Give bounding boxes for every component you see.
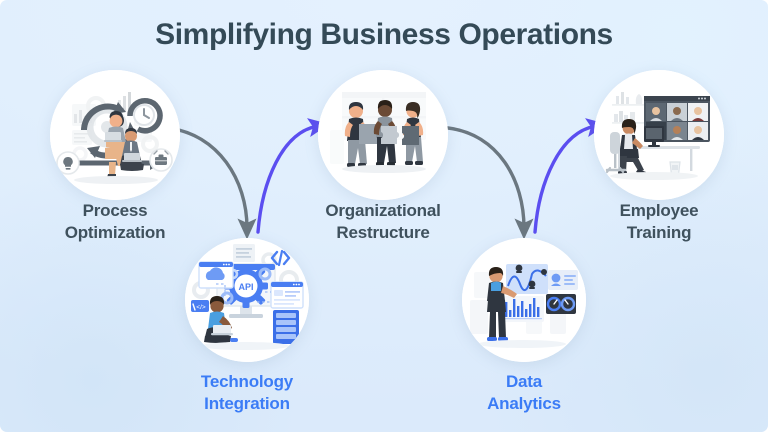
page-title: Simplifying Business Operations: [155, 18, 613, 51]
seated-presenter: [618, 119, 646, 175]
code-brackets-icon: [270, 249, 291, 267]
person-holding-puzzle-piece: [373, 100, 400, 166]
step-bubble-technology-integration[interactable]: API </>: [185, 238, 309, 362]
code-chip-icon: </>: [191, 300, 209, 312]
step-bubble-data-analytics[interactable]: [462, 238, 586, 362]
technology-integration-illustration: API </>: [185, 238, 309, 362]
connector-4-up: [533, 118, 608, 234]
connector-2-up: [256, 118, 330, 234]
profile-card-icon: [548, 270, 578, 290]
server-rack-icon: [273, 310, 299, 344]
cloud-upload-icon: [198, 261, 234, 289]
person-holding-puzzle-piece: [344, 102, 379, 167]
connector-3-down: [446, 126, 534, 240]
analyst-person: [487, 267, 517, 341]
clock-icon: [127, 98, 163, 134]
data-analytics-illustration: [462, 238, 586, 362]
chair-icon: [605, 132, 627, 174]
step-label-process-optimization: Process Optimization: [64, 201, 166, 242]
lightbulb-icon: [56, 151, 80, 175]
step-bubble-process-optimization[interactable]: [50, 70, 180, 200]
briefcase-icon: [149, 148, 173, 172]
connector-1-down: [166, 126, 257, 240]
person-with-laptop: [120, 128, 144, 171]
settings-panel-icon: [270, 281, 304, 309]
line-chart-panel: [506, 264, 548, 294]
employee-training-illustration: [594, 70, 724, 200]
developer-with-laptop: [204, 296, 238, 343]
process-optimization-illustration: [50, 70, 180, 200]
person-holding-puzzle-piece: [402, 102, 424, 165]
bar-chart-panel: [498, 296, 544, 322]
step-bubble-organizational-restructure[interactable]: [318, 70, 448, 200]
organizational-restructure-illustration: [318, 70, 448, 200]
step-label-organizational-restructure: Organizational Restructure: [325, 201, 441, 242]
svg-text:</>: </>: [196, 304, 206, 311]
waste-bin-icon: [669, 161, 681, 175]
step-label-employee-training: Employee Training: [619, 201, 699, 242]
document-icon: [233, 244, 255, 262]
monitor-icon: [644, 126, 664, 147]
gauge-panel: [546, 294, 576, 314]
step-bubble-employee-training[interactable]: [594, 70, 724, 200]
step-label-technology-integration: Technology Integration: [200, 372, 294, 413]
step-label-data-analytics: Data Analytics: [487, 372, 561, 413]
api-gear-label: API: [238, 282, 253, 292]
